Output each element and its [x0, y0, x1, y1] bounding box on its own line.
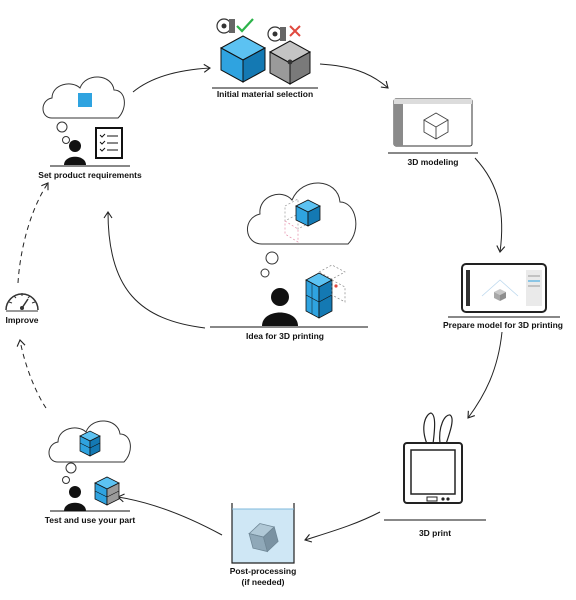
person-icon: [64, 486, 86, 511]
step-3d-print: [384, 412, 486, 521]
cross-icon: [289, 25, 301, 37]
step-test-use: [48, 420, 131, 512]
label-idea: Idea for 3D printing: [246, 331, 324, 341]
checklist-icon: [95, 127, 123, 159]
monitor-icon: [393, 98, 473, 147]
arrow-modeling-to-prepare: [474, 157, 506, 253]
grey-cube-icon: [268, 40, 312, 85]
printer-icon: [403, 412, 463, 504]
person-icon: [262, 288, 298, 326]
step-prepare-model: [448, 263, 560, 318]
step-3d-modeling: [388, 98, 478, 154]
tablet-icon: [461, 263, 547, 313]
blue-cube-icon: [305, 264, 346, 319]
arrow-requirements-to-material: [132, 63, 211, 93]
label-set-requirements: Set product requirements: [38, 170, 142, 180]
label-3d-print: 3D print: [418, 528, 452, 538]
gauge-icon: [5, 293, 39, 312]
arrow-idea-to-requirements: [103, 211, 206, 329]
arrow-improve-to-requirements: [17, 182, 49, 284]
flow-arrows: [16, 63, 506, 543]
label-post-processing: Post-processing: [229, 566, 297, 576]
container-icon: [231, 503, 295, 564]
step-initial-material: [212, 18, 318, 89]
blue-cube-icon: [79, 430, 101, 457]
blue-cube-icon: [219, 35, 267, 83]
step-idea: [210, 182, 368, 328]
label-test-use: Test and use your part: [44, 515, 136, 525]
label-post-processing-note: (if needed): [241, 577, 285, 587]
label-prepare-model: Prepare model for 3D printing: [443, 320, 563, 330]
arrow-post-to-test: [117, 493, 223, 536]
blue-square-icon: [78, 93, 92, 107]
person-icon: [64, 140, 86, 165]
step-improve: [5, 293, 39, 312]
label-improve: Improve: [5, 315, 39, 325]
step-set-requirements: [42, 76, 130, 167]
label-3d-modeling: 3D modeling: [407, 157, 459, 167]
check-icon: [236, 18, 254, 33]
label-initial-material: Initial material selection: [216, 89, 314, 99]
arrow-print-to-post: [304, 511, 381, 543]
blue-cube-icon: [284, 198, 321, 243]
spool-icon: [216, 18, 235, 34]
arrow-material-to-modeling: [319, 63, 389, 89]
arrow-test-to-improve: [16, 339, 47, 409]
arrow-prepare-to-print: [467, 331, 503, 419]
spool-icon: [267, 26, 286, 42]
blue-cube-icon: [94, 476, 120, 506]
step-post-processing: [231, 503, 295, 564]
